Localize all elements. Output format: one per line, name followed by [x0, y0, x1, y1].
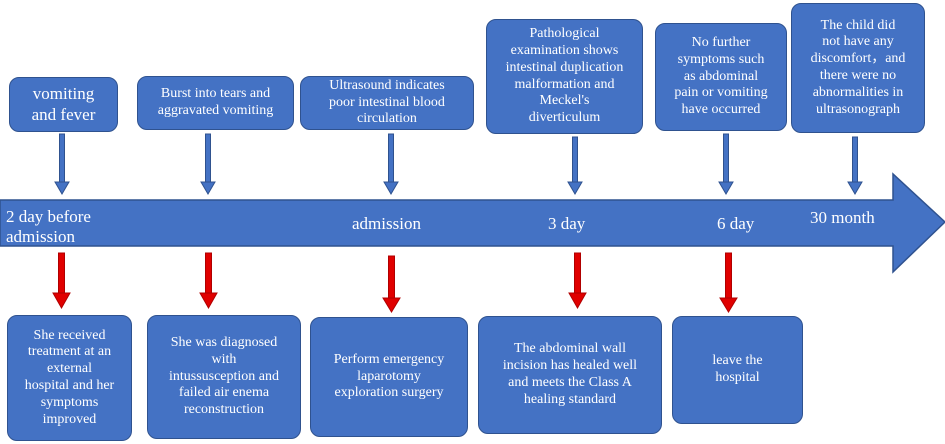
- timeline-label-6-day: 6 day: [717, 214, 755, 233]
- top-arrow: [847, 136, 863, 195]
- timeline-label-30-month: 30 month: [810, 208, 875, 227]
- bottom-arrow: [568, 252, 587, 310]
- bottom-event-box: She was diagnosed with intussusception a…: [147, 315, 301, 439]
- timeline-label-3-day: 3 day: [548, 214, 586, 233]
- top-arrow: [567, 136, 583, 195]
- bottom-event-box: leave the hospital: [672, 316, 803, 424]
- bottom-event-box: The abdominal wall incision has healed w…: [478, 316, 662, 434]
- bottom-arrow: [52, 252, 71, 310]
- top-event-box: Pathological examination shows intestina…: [486, 19, 643, 134]
- top-event-box: Burst into tears and aggravated vomiting: [137, 76, 294, 130]
- bottom-arrow: [199, 252, 218, 310]
- timeline-label-2-day-before-admission: 2 day before admission: [6, 207, 91, 247]
- top-event-box: The child did not have any discomfort，an…: [791, 3, 925, 133]
- top-event-box: No further symptoms such as abdominal pa…: [655, 23, 787, 131]
- top-event-box: Ultrasound indicates poor intestinal blo…: [300, 76, 474, 130]
- top-arrow: [383, 133, 399, 195]
- bottom-arrow: [719, 252, 738, 313]
- bottom-event-box: She received treatment at an external ho…: [7, 315, 132, 441]
- top-arrow: [54, 133, 70, 195]
- top-arrow: [200, 133, 216, 195]
- top-event-box: vomiting and fever: [9, 77, 118, 132]
- timeline-label-admission: admission: [352, 214, 421, 233]
- top-arrow: [718, 133, 734, 195]
- bottom-event-box: Perform emergency laparotomy exploration…: [310, 317, 468, 437]
- bottom-arrow: [382, 255, 401, 313]
